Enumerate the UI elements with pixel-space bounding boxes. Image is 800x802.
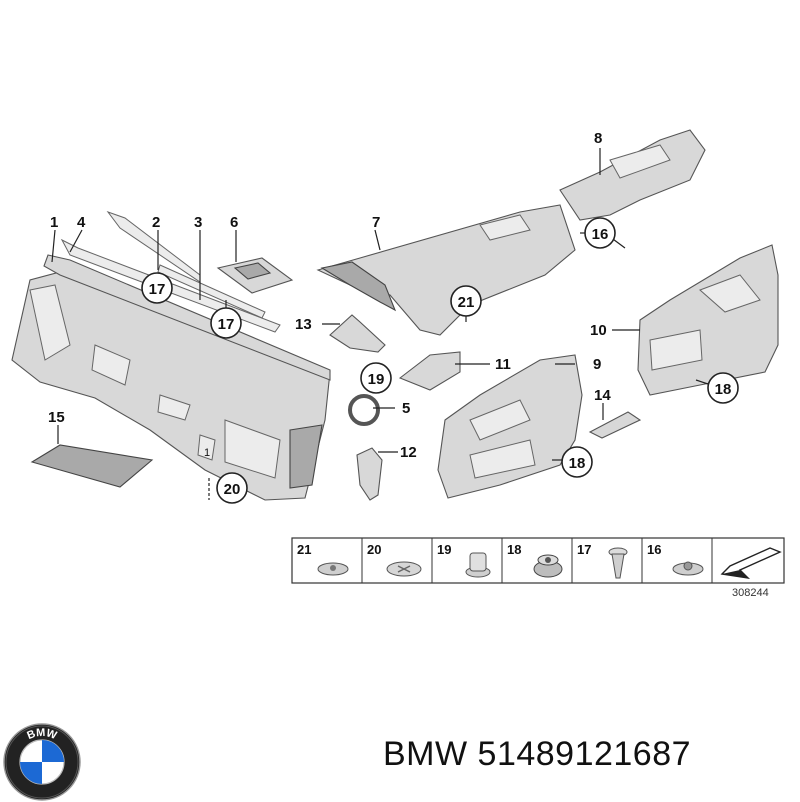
push-clip-17-icon	[608, 547, 628, 579]
part-number-caption: BMW 51489121687	[383, 735, 692, 773]
part-15-pad	[30, 444, 154, 488]
part-8-insulation	[559, 129, 706, 221]
callout-18b: 18	[561, 446, 593, 478]
callout-18a: 18	[707, 372, 739, 404]
callout-17a: 17	[141, 272, 173, 304]
svg-text:21: 21	[458, 294, 475, 311]
table-header-19: 19	[437, 542, 451, 557]
part-11-bracket	[398, 351, 461, 391]
bmw-logo-icon: BMW	[3, 723, 81, 801]
svg-text:19: 19	[368, 371, 385, 388]
table-header-20: 20	[367, 542, 381, 557]
callout-19: 19	[360, 362, 392, 394]
grommet-18-icon	[533, 554, 563, 578]
clip-16-icon	[672, 561, 704, 576]
callout-20: 20	[216, 472, 248, 504]
svg-text:16: 16	[592, 226, 609, 243]
callout-17b: 17	[210, 307, 242, 339]
bulkhead-panel	[11, 271, 331, 501]
part-12-bracket	[356, 447, 383, 501]
clip-20-icon	[386, 561, 422, 577]
arrow-icon	[720, 547, 782, 580]
table-header-17: 17	[577, 542, 591, 557]
table-header-16: 16	[647, 542, 661, 557]
svg-text:18: 18	[715, 381, 732, 398]
callout-2: 2	[152, 214, 160, 231]
part-6-bracket	[216, 257, 294, 294]
callout-3: 3	[194, 214, 202, 231]
part-9-panel	[437, 354, 583, 499]
callout-5: 5	[402, 400, 410, 417]
callout-10: 10	[590, 322, 607, 339]
callout-21: 21	[450, 285, 482, 317]
callout-14: 14	[594, 387, 611, 404]
callout-15: 15	[48, 409, 65, 426]
svg-text:20: 20	[224, 481, 241, 498]
part-7-insulation	[316, 204, 576, 336]
callout-12: 12	[400, 444, 417, 461]
circled-callouts: 17 17 16 21 19 18 18 20	[141, 217, 739, 504]
svg-text:17: 17	[149, 281, 166, 298]
callout-labels: 1 4 2 3 6 7 8 10 9 11 13 5 12 14 15 1	[48, 130, 611, 461]
callout-8: 8	[594, 130, 602, 147]
callout-9: 9	[593, 356, 601, 373]
fastener-table: 21 20 19 18 17 16	[291, 537, 785, 599]
part-14-bracket	[588, 411, 642, 439]
clip-21-icon	[317, 562, 349, 576]
callout-7: 7	[372, 214, 380, 231]
part-10-panel	[637, 244, 779, 396]
part-5-ring	[348, 394, 380, 426]
diagram-reference-number: 308244	[732, 587, 769, 599]
callout-16: 16	[584, 217, 616, 249]
nut-19-icon	[465, 552, 491, 578]
table-header-21: 21	[297, 542, 311, 557]
callout-1-small: 1	[204, 447, 210, 459]
table-header-18: 18	[507, 542, 521, 557]
svg-text:17: 17	[218, 316, 235, 333]
logo-text: BMW	[25, 727, 58, 742]
svg-text:18: 18	[569, 455, 586, 472]
leader-lines	[51, 148, 709, 500]
callout-4: 4	[77, 214, 86, 231]
callout-1: 1	[50, 214, 58, 231]
callout-11: 11	[495, 356, 511, 373]
callout-13: 13	[295, 316, 312, 333]
part-13-bracket	[329, 314, 386, 353]
callout-6: 6	[230, 214, 238, 231]
